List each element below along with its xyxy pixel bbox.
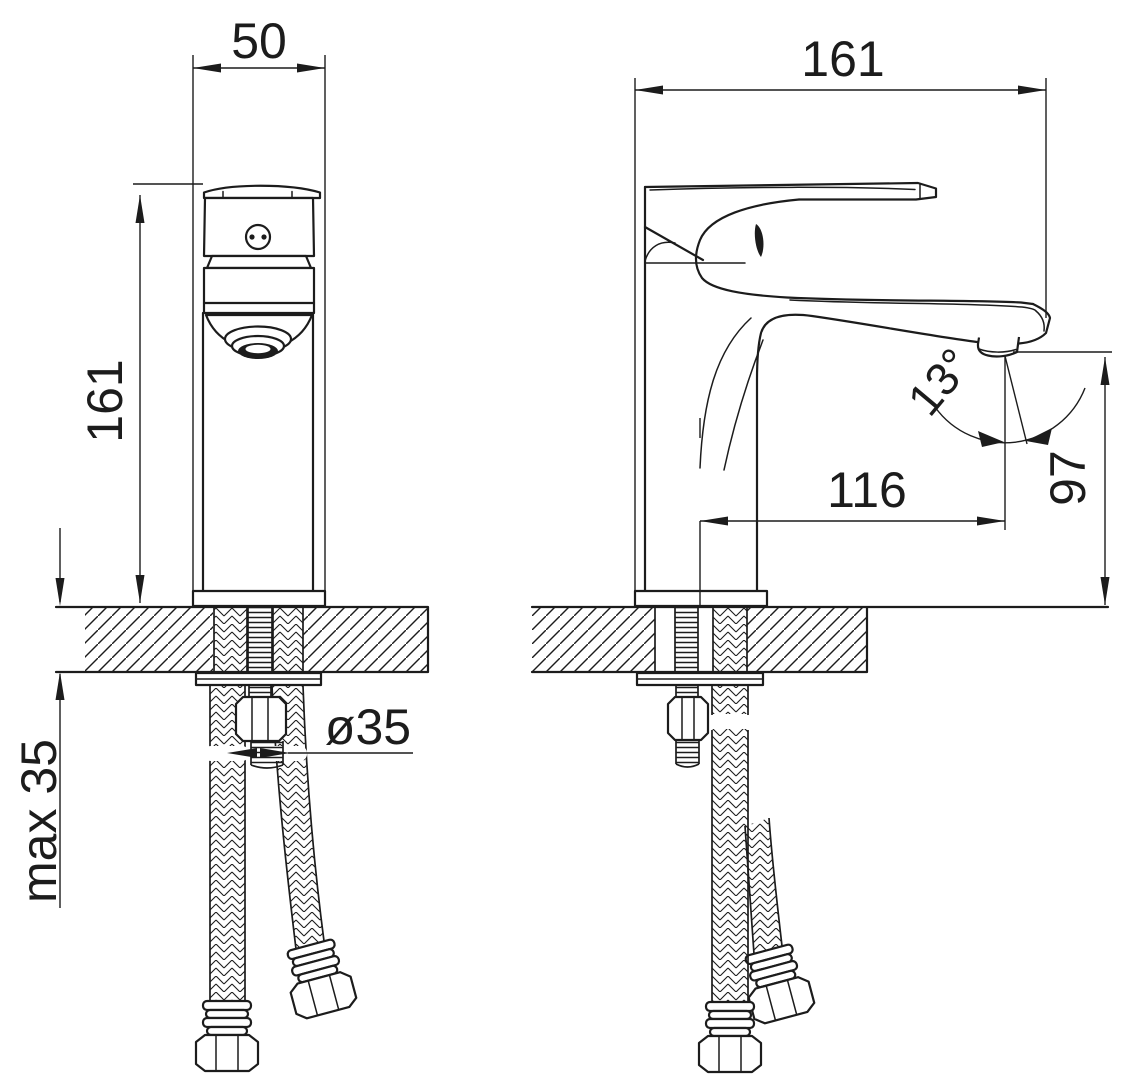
dim-max-thickness: max 35 (11, 528, 67, 908)
side-view (530, 181, 1110, 1074)
dim-spout-height: 97 (1013, 351, 1112, 605)
dim-hole-diameter-label: ø35 (325, 699, 411, 755)
dim-max-thickness-label: max 35 (11, 739, 67, 903)
faucet-side (633, 181, 1052, 608)
dimension-annotations: 50 161 max 35 ø35 (11, 13, 1112, 908)
dim-spout-height-label: 97 (1040, 450, 1096, 506)
faucet-front (191, 184, 327, 608)
dim-side-length: 161 (634, 31, 1047, 591)
dim-spout-reach: 116 (699, 418, 1005, 606)
dim-front-height-label: 161 (77, 359, 133, 442)
dim-spout-reach-label: 116 (827, 462, 907, 518)
cartridge-dot (754, 224, 764, 257)
countertop-side (530, 605, 1110, 674)
dim-side-length-label: 161 (801, 31, 884, 87)
dim-front-width: 50 (192, 13, 326, 591)
dim-front-width-label: 50 (231, 13, 287, 69)
countertop-front (54, 605, 430, 674)
dim-hole-diameter: ø35 (227, 699, 413, 758)
dim-front-height: 161 (77, 183, 203, 603)
front-view (54, 184, 430, 1073)
aerator-side (976, 336, 1021, 358)
spout-tip (1017, 302, 1052, 345)
lever-loop (695, 198, 1035, 306)
mounting-hardware-side (635, 671, 765, 768)
